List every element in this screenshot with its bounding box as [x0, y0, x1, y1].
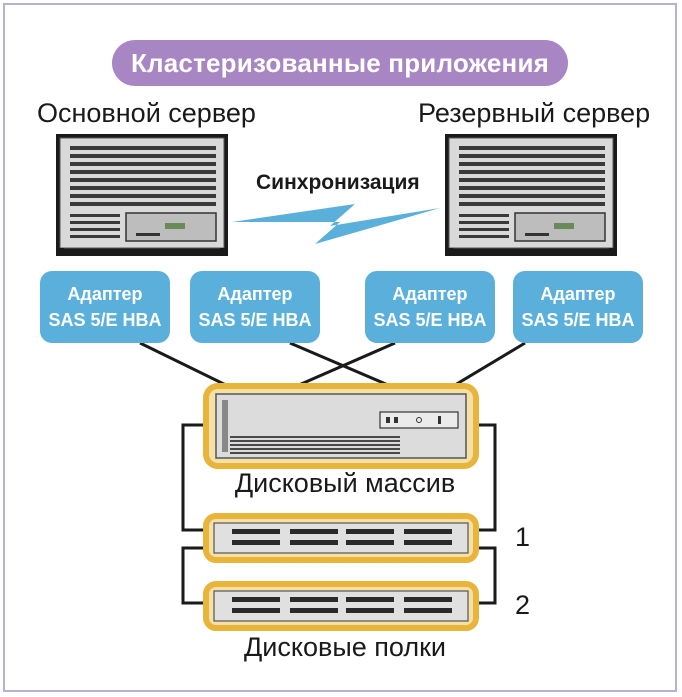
- adapter-line2: SAS 5/E HBA: [521, 310, 635, 330]
- disk-shelf-2-icon: [203, 581, 479, 631]
- shelf-number-1: 1: [515, 522, 531, 552]
- adapter-box-3: Адаптер SAS 5/E HBA: [365, 271, 495, 343]
- backup-server-label: Резервный сервер: [418, 98, 651, 128]
- cable-array-shelf1-left: [181, 423, 206, 532]
- adapter-line1: Адаптер: [540, 284, 616, 304]
- diagram-title: Кластеризованные приложения: [112, 40, 568, 86]
- adapter-line2: SAS 5/E HBA: [48, 310, 162, 330]
- cable-adapter4-array: [449, 341, 526, 390]
- adapter-box-4: Адаптер SAS 5/E HBA: [513, 271, 643, 343]
- cable-adapter1-array: [139, 341, 233, 390]
- cable-adapter3-array: [291, 341, 396, 390]
- sas-cables: [139, 341, 526, 605]
- adapter-line2: SAS 5/E HBA: [198, 310, 312, 330]
- adapter-box-2: Адаптер SAS 5/E HBA: [190, 271, 320, 343]
- sync-bolt-icon: [232, 204, 440, 244]
- cable-shelf1-shelf2-left: [181, 546, 206, 605]
- disk-array-icon: [203, 383, 479, 469]
- cable-array-shelf1-right: [476, 423, 497, 532]
- diagram-frame: [3, 3, 677, 692]
- cable-shelf1-shelf2-right: [476, 546, 497, 605]
- disk-shelves-label: Дисковые полки: [244, 632, 446, 662]
- disk-shelf-1-icon: [203, 513, 479, 563]
- sync-label: Синхронизация: [256, 171, 420, 194]
- primary-server-icon: [56, 134, 228, 256]
- adapter-line1: Адаптер: [217, 284, 293, 304]
- backup-server-icon: [445, 134, 617, 256]
- disk-array-label: Дисковый массив: [234, 468, 456, 498]
- adapter-line1: Адаптер: [67, 284, 143, 304]
- primary-server-label: Основной сервер: [37, 98, 256, 128]
- adapter-line1: Адаптер: [392, 284, 468, 304]
- adapter-line2: SAS 5/E HBA: [373, 310, 487, 330]
- shelf-number-2: 2: [515, 590, 531, 620]
- adapter-box-1: Адаптер SAS 5/E HBA: [40, 271, 170, 343]
